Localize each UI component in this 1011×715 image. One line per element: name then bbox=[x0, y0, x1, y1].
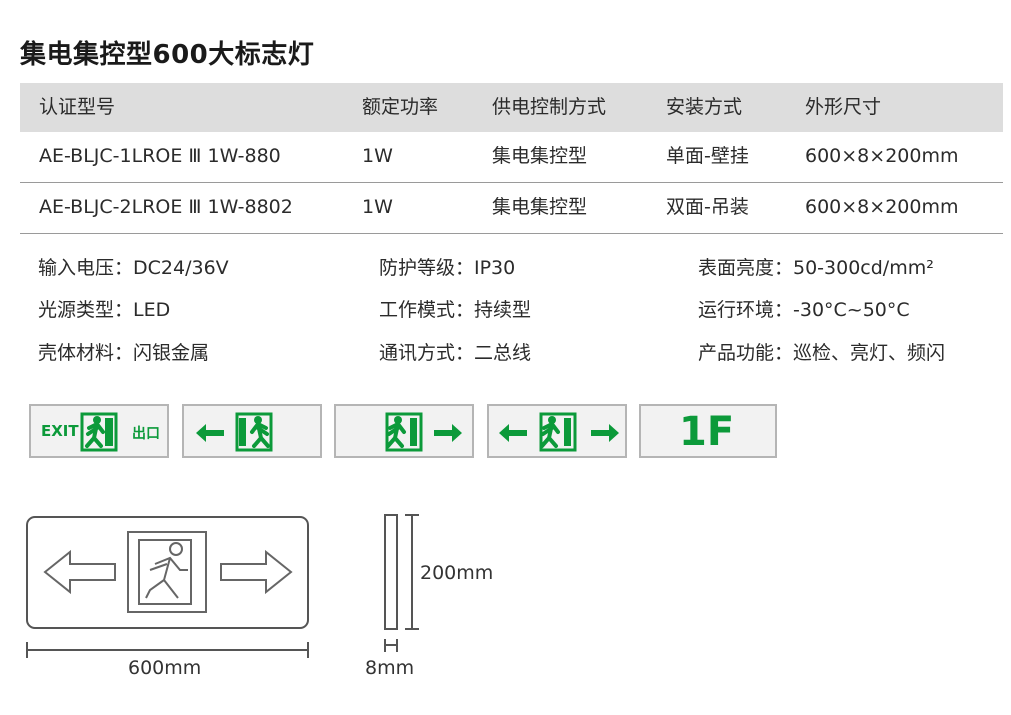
arrow-right-icon bbox=[220, 549, 293, 595]
header-control: 供电控制方式 bbox=[492, 96, 607, 118]
table-row: AE-BLJC-2LROE Ⅲ 1W-8802 1W 集电集控型 双面-吊装 6… bbox=[20, 183, 1003, 234]
running-man-icon bbox=[539, 412, 577, 452]
cell-power: 1W bbox=[362, 145, 393, 167]
cell-power: 1W bbox=[362, 196, 393, 218]
cell-size: 600×8×200mm bbox=[805, 145, 959, 167]
cell-control: 集电集控型 bbox=[492, 196, 588, 218]
depth-dimension-label: 8mm bbox=[365, 657, 415, 679]
spec-communication: 通讯方式：二总线 bbox=[379, 342, 532, 364]
running-man-icon bbox=[385, 412, 423, 452]
dimension-drawing bbox=[26, 514, 419, 658]
spec-work-mode: 工作模式：持续型 bbox=[379, 299, 532, 321]
header-model: 认证型号 bbox=[39, 96, 116, 118]
table-header: 认证型号 额定功率 供电控制方式 安装方式 外形尺寸 bbox=[20, 83, 1003, 132]
cell-install: 单面-壁挂 bbox=[666, 145, 749, 167]
running-man-icon bbox=[80, 412, 118, 452]
cell-model: AE-BLJC-1LROE Ⅲ 1W-880 bbox=[39, 145, 281, 167]
spec-protection: 防护等级：IP30 bbox=[379, 257, 516, 279]
header-size: 外形尺寸 bbox=[805, 96, 882, 118]
cell-size: 600×8×200mm bbox=[805, 196, 959, 218]
exit-cn-label: 出口 bbox=[132, 426, 160, 442]
page-title: 集电集控型600大标志灯 bbox=[20, 40, 315, 70]
arrow-left-icon bbox=[499, 424, 527, 442]
arrow-left-icon bbox=[196, 424, 224, 442]
sign-floor: 1F bbox=[639, 404, 777, 458]
spec-brightness: 表面亮度：50-300cd/mm² bbox=[698, 257, 934, 279]
arrow-left-icon bbox=[43, 549, 116, 595]
sign-exit: EXIT 出口 bbox=[29, 404, 169, 458]
header-install: 安装方式 bbox=[666, 96, 743, 118]
exit-label: EXIT bbox=[41, 422, 79, 440]
spec-input-voltage: 输入电压：DC24/36V bbox=[38, 257, 229, 279]
spec-housing: 壳体材料：闪银金属 bbox=[38, 342, 210, 364]
sign-left bbox=[182, 404, 322, 458]
spec-environment: 运行环境：-30°C~50°C bbox=[698, 299, 910, 321]
sign-right bbox=[334, 404, 474, 458]
spec-table: 认证型号 额定功率 供电控制方式 安装方式 外形尺寸 AE-BLJC-1LROE… bbox=[20, 83, 1003, 234]
height-dimension-label: 200mm bbox=[420, 562, 494, 584]
floor-label: 1F bbox=[679, 409, 735, 455]
panel-outline bbox=[26, 516, 309, 629]
arrow-right-icon bbox=[591, 424, 619, 442]
spec-light-source: 光源类型：LED bbox=[38, 299, 171, 321]
cell-install: 双面-吊装 bbox=[666, 196, 749, 218]
side-view-outline bbox=[384, 514, 398, 630]
spec-function: 产品功能：巡检、亮灯、频闪 bbox=[698, 342, 946, 364]
width-dimension-label: 600mm bbox=[128, 657, 202, 679]
header-power: 额定功率 bbox=[362, 96, 439, 118]
running-man-icon bbox=[127, 531, 207, 613]
table-row: AE-BLJC-1LROE Ⅲ 1W-880 1W 集电集控型 单面-壁挂 60… bbox=[20, 132, 1003, 183]
sign-both bbox=[487, 404, 627, 458]
cell-control: 集电集控型 bbox=[492, 145, 588, 167]
cell-model: AE-BLJC-2LROE Ⅲ 1W-8802 bbox=[39, 196, 293, 218]
running-man-icon bbox=[235, 412, 273, 452]
arrow-right-icon bbox=[434, 424, 462, 442]
